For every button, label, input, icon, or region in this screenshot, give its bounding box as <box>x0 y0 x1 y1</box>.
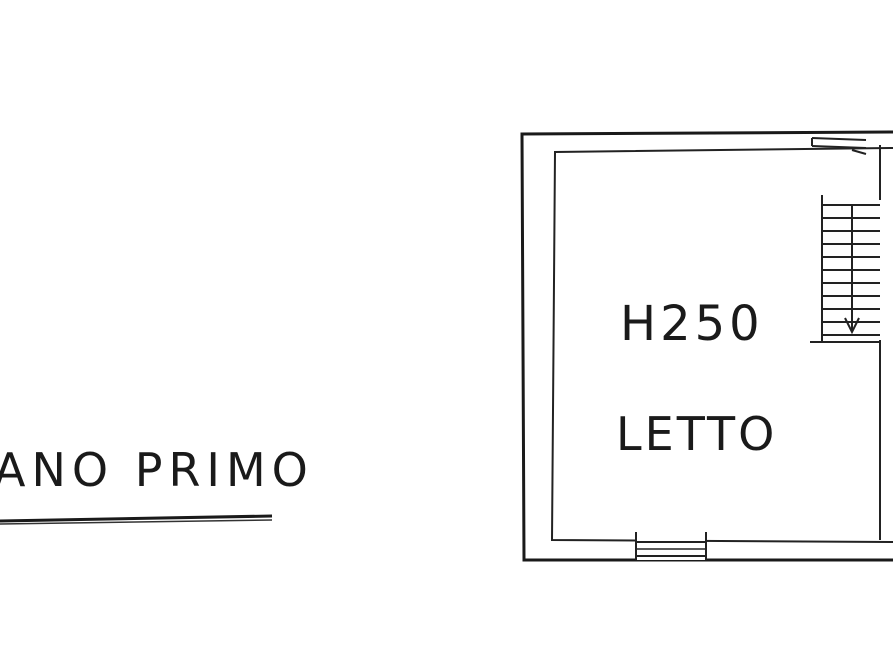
room-name-label: LETTO <box>616 407 777 461</box>
top-window <box>811 137 867 155</box>
stair-arrow-down-icon <box>844 205 860 335</box>
floor-label: ANO PRIMO <box>0 443 314 497</box>
room-walls <box>520 130 893 562</box>
room-height-label: H250 <box>620 296 764 352</box>
staircase <box>810 195 880 343</box>
bottom-door <box>635 532 707 560</box>
floor-label-underline <box>0 514 273 525</box>
